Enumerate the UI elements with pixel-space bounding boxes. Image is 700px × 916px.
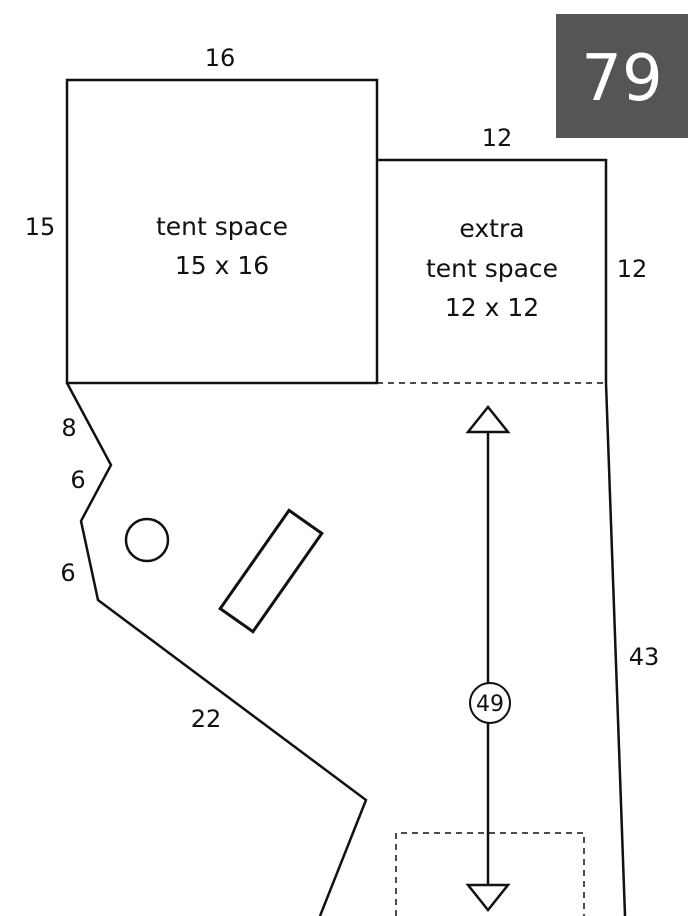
driveway-length-badge [469, 682, 511, 724]
extra-tent-space-size: 12 x 12 [445, 293, 539, 322]
arrow-down-icon [465, 883, 511, 913]
tent-space-area [65, 78, 379, 385]
tent-space-label: tent space [156, 212, 288, 241]
driveway-length: 49 [476, 692, 504, 717]
arrow-up-icon [465, 404, 511, 434]
extra-tent-space-label-2: tent space [426, 254, 558, 283]
dim-tent-height: 15 [25, 213, 56, 241]
dim-edge-b: 6 [70, 466, 85, 494]
site-boundary-right [604, 382, 627, 916]
dim-edge-a: 8 [61, 414, 76, 442]
site-number: 79 [581, 42, 662, 116]
picnic-table-icon [218, 508, 324, 634]
tent-space-size: 15 x 16 [175, 251, 269, 280]
fire-ring-icon [124, 517, 170, 563]
dim-tent-width: 16 [205, 44, 236, 72]
dim-edge-diag: 22 [191, 705, 222, 733]
parking-area-dashed [395, 832, 585, 916]
extra-tent-space-area [377, 158, 608, 383]
site-boundary-left [65, 382, 368, 916]
dim-extra-width: 12 [482, 124, 513, 152]
dim-extra-height: 12 [617, 255, 648, 283]
dim-right-edge: 43 [629, 643, 660, 671]
extra-tent-space-label-1: extra [459, 214, 524, 243]
site-number-badge [556, 14, 688, 138]
dim-edge-c: 6 [60, 559, 75, 587]
